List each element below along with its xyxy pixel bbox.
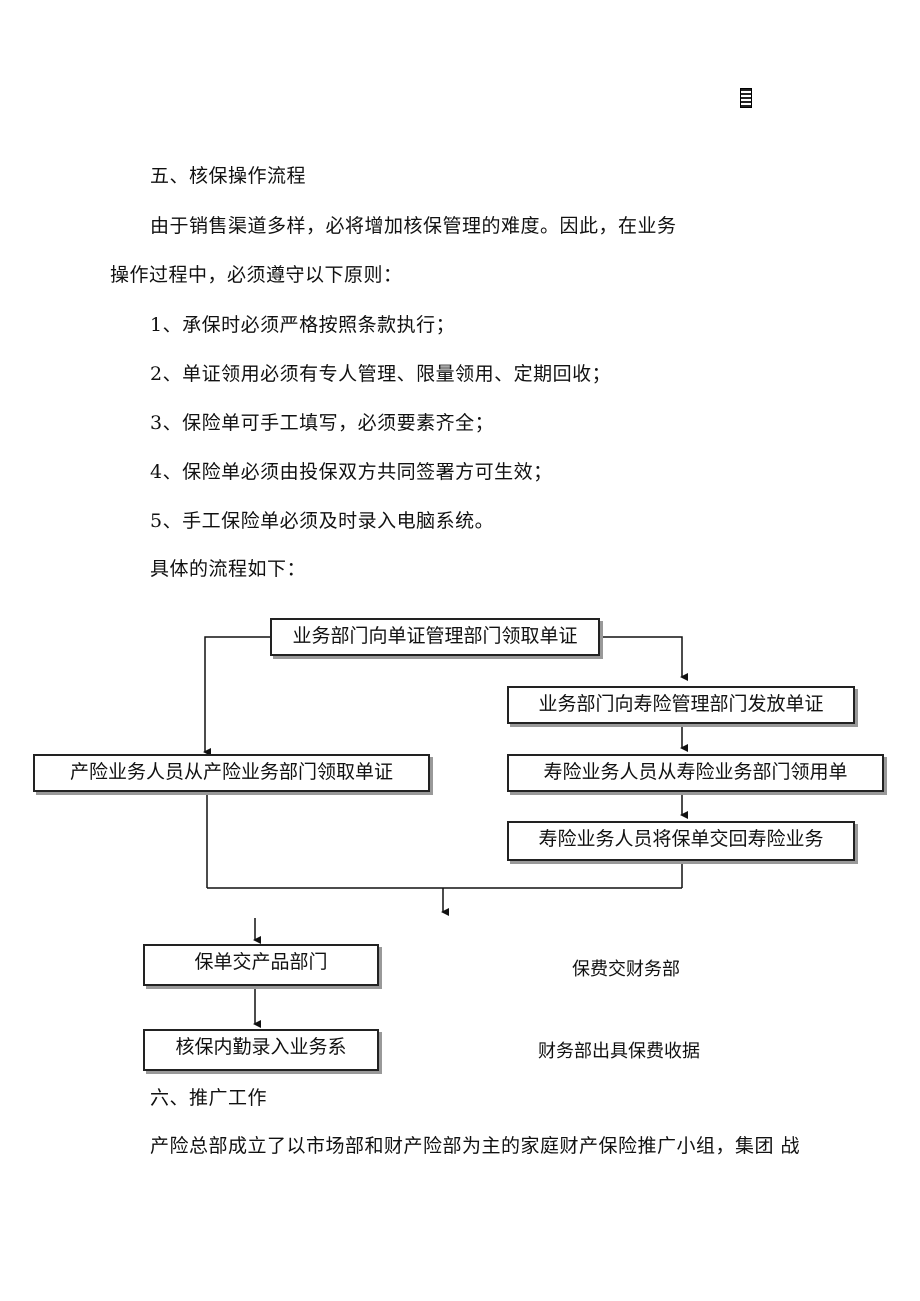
flow-box-product: 保单交产品部门 bbox=[143, 944, 379, 986]
rule-5: 5、手工保险单必须及时录入电脑系统。 bbox=[150, 510, 495, 532]
rule-3: 3、保险单可手工填写，必须要素齐全； bbox=[150, 412, 495, 434]
flow-box-underwriting: 核保内勤录入业务系 bbox=[143, 1029, 379, 1071]
note-receipt: 财务部出具保费收据 bbox=[538, 1041, 700, 1062]
connector-top-left bbox=[203, 636, 270, 756]
rule-2: 2、单证领用必须有专人管理、限量领用、定期回收； bbox=[150, 363, 612, 385]
flow-box-top: 业务部门向单证管理部门领取单证 bbox=[270, 618, 600, 656]
note-fee: 保费交财务部 bbox=[572, 959, 680, 980]
section6-para-line-1: 产险总部成立了以市场部和财产险部为主的家庭财产保险推广小组，集团 战 bbox=[150, 1135, 801, 1157]
flow-box-property-staff: 产险业务人员从产险业务部门领取单证 bbox=[33, 754, 430, 792]
intro-line-1: 由于销售渠道多样，必将增加核保管理的难度。因此，在业务 bbox=[150, 215, 677, 237]
intro-line-2: 操作过程中，必须遵守以下原则： bbox=[110, 264, 403, 286]
section5-heading: 五、核保操作流程 bbox=[150, 165, 307, 187]
rule-4: 4、保险单必须由投保双方共同签署方可生效； bbox=[150, 461, 553, 483]
section6-heading: 六、推广工作 bbox=[150, 1087, 268, 1109]
flow-box-life-return: 寿险业务人员将保单交回寿险业务 bbox=[507, 821, 855, 861]
flow-box-life-dept: 业务部门向寿险管理部门发放单证 bbox=[507, 686, 855, 724]
flow-box-life-staff: 寿险业务人员从寿险业务部门领用单 bbox=[507, 754, 884, 792]
connector-top-right bbox=[600, 636, 688, 681]
page-marker-icon bbox=[740, 88, 752, 108]
flow-intro: 具体的流程如下： bbox=[150, 558, 307, 580]
rule-1: 1、承保时必须严格按照条款执行； bbox=[150, 314, 456, 336]
